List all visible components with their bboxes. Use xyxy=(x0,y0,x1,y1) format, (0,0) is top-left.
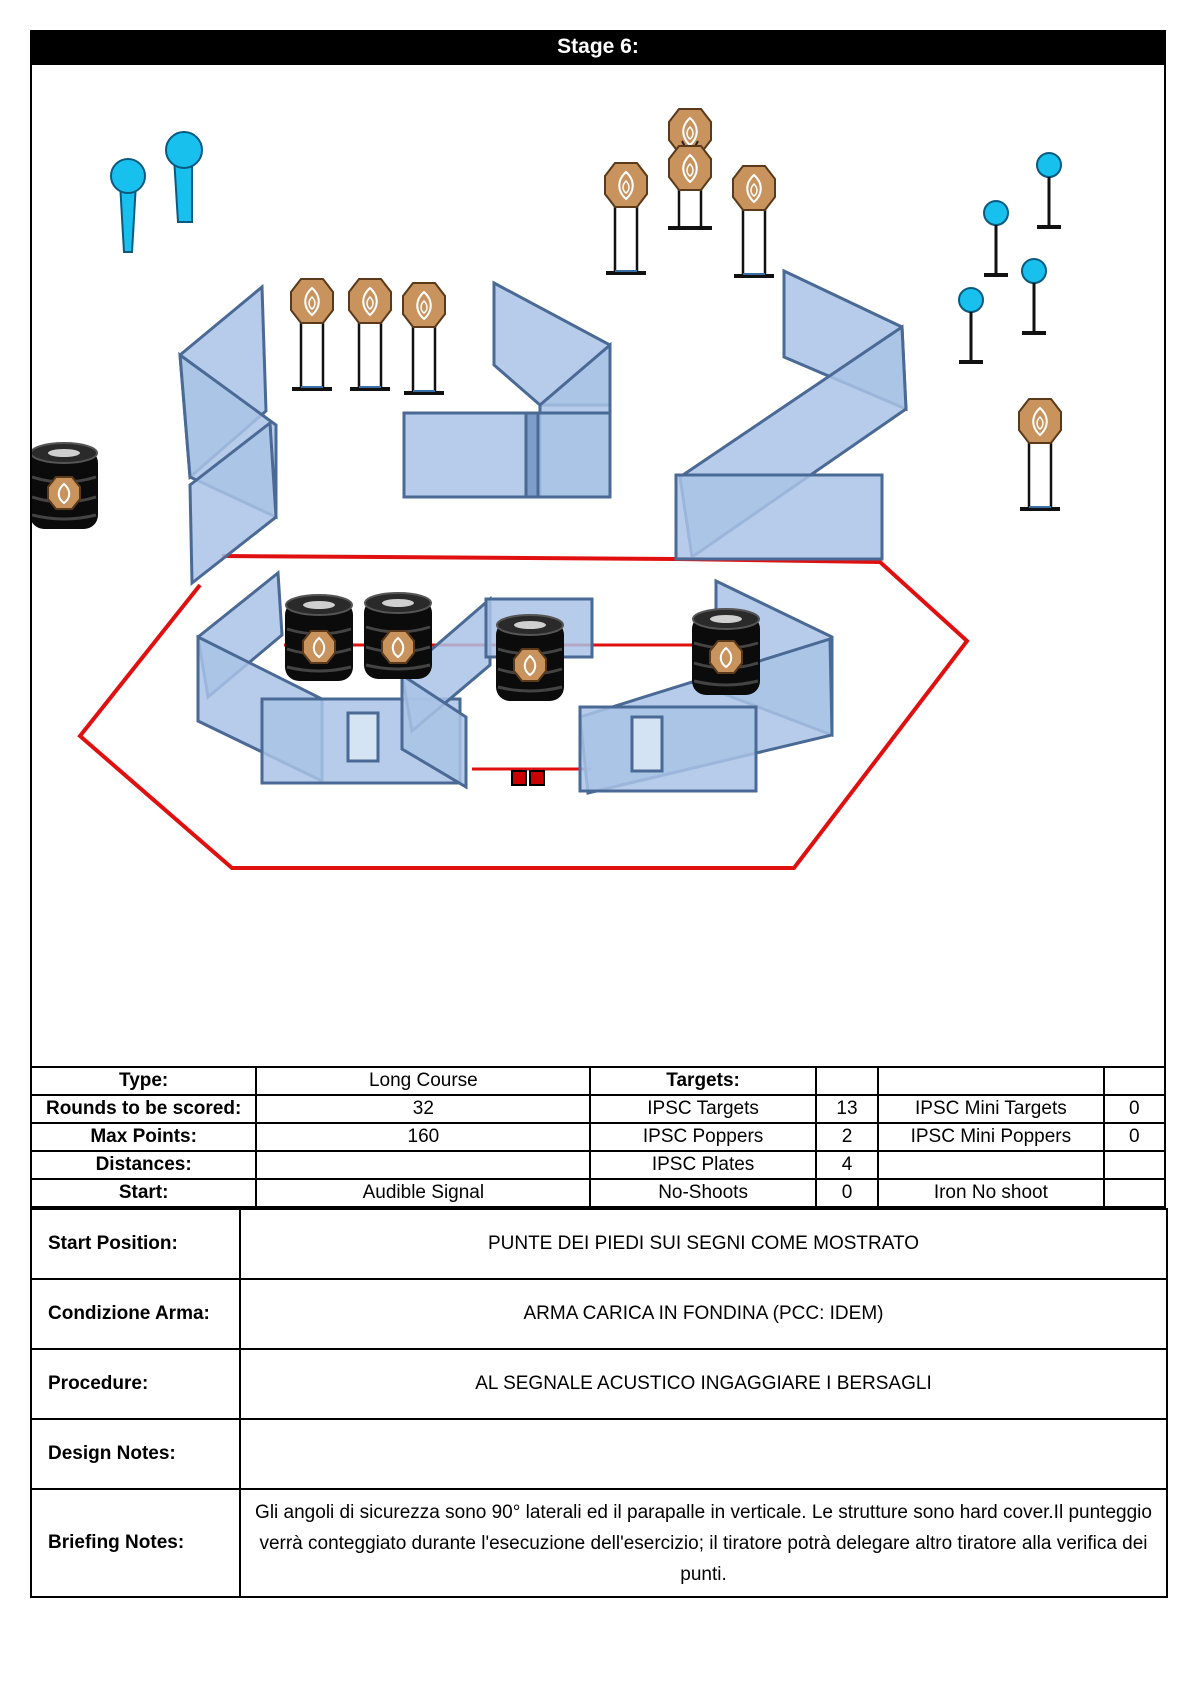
start-position-value: PUNTE DEI PIEDI SUI SEGNI COME MOSTRATO xyxy=(239,1208,1168,1280)
no-shoots-label: No-Shoots xyxy=(589,1178,817,1208)
popper-left-1 xyxy=(110,158,146,253)
start-label: Start: xyxy=(29,1178,258,1208)
barrel-front-3 xyxy=(494,613,566,703)
popper-left-2 xyxy=(165,131,203,223)
ipsc-target-top-4 xyxy=(732,165,776,278)
start-position-marks xyxy=(511,770,545,786)
ipsc-target-top-3 xyxy=(668,145,712,230)
wall-front-left xyxy=(196,570,594,790)
mini-targets-label: IPSC Mini Targets xyxy=(877,1094,1105,1124)
mini-poppers-label: IPSC Mini Poppers xyxy=(877,1122,1105,1152)
ipsc-target-mid-2 xyxy=(348,278,392,391)
stage-sheet: Stage 6: xyxy=(29,30,1168,1598)
barrel-front-4 xyxy=(690,607,762,697)
rounds-label: Rounds to be scored: xyxy=(29,1094,258,1124)
ipsc-target-right xyxy=(1018,398,1062,511)
plate-1 xyxy=(1035,151,1063,229)
condition-value: ARMA CARICA IN FONDINA (PCC: IDEM) xyxy=(239,1278,1168,1350)
ipsc-plates-value: 4 xyxy=(814,1150,880,1180)
max-points-label: Max Points: xyxy=(29,1122,258,1152)
iron-no-shoot-value xyxy=(1102,1178,1167,1208)
wall-front-right xyxy=(578,578,834,795)
stage-title: Stage 6: xyxy=(30,30,1166,64)
procedure-label: Procedure: xyxy=(30,1348,241,1420)
ipsc-target-mid-3 xyxy=(402,282,446,395)
plate-2 xyxy=(982,199,1010,277)
type-label: Type: xyxy=(29,1066,258,1096)
plate-3 xyxy=(1020,257,1048,335)
targets-header: Targets: xyxy=(589,1066,817,1096)
start-value: Audible Signal xyxy=(255,1178,592,1208)
barrel-front-1 xyxy=(283,593,355,683)
ipsc-targets-label: IPSC Targets xyxy=(589,1094,817,1124)
ipsc-target-mid-1 xyxy=(290,278,334,391)
condition-label: Condizione Arma: xyxy=(30,1278,241,1350)
iron-no-shoot-label: Iron No shoot xyxy=(877,1178,1105,1208)
design-notes-value xyxy=(239,1418,1168,1490)
stage-diagram-svg xyxy=(32,108,1063,870)
distances-value xyxy=(255,1150,592,1180)
wall-right-z xyxy=(674,268,908,561)
ipsc-poppers-label: IPSC Poppers xyxy=(589,1122,817,1152)
barrel-front-2 xyxy=(362,591,434,681)
type-value: Long Course xyxy=(255,1066,592,1096)
stage-briefing-table: Start Position: PUNTE DEI PIEDI SUI SEGN… xyxy=(30,1208,1168,1598)
wall-center-back xyxy=(402,280,612,499)
procedure-value: AL SEGNALE ACUSTICO INGAGGIARE I BERSAGL… xyxy=(239,1348,1168,1420)
max-points-value: 160 xyxy=(255,1122,592,1152)
mini-poppers-value: 0 xyxy=(1102,1122,1167,1152)
design-notes-label: Design Notes: xyxy=(30,1418,241,1490)
stage-summary-table: Type: Long Course Targets: Rounds to be … xyxy=(29,1066,1167,1208)
start-position-label: Start Position: xyxy=(30,1208,241,1280)
mini-targets-value: 0 xyxy=(1102,1094,1167,1124)
barrel-left xyxy=(32,441,100,531)
ipsc-targets-value: 13 xyxy=(814,1094,880,1124)
briefing-notes-value: Gli angoli di sicurezza sono 90° lateral… xyxy=(239,1488,1168,1598)
ipsc-poppers-value: 2 xyxy=(814,1122,880,1152)
distances-label: Distances: xyxy=(29,1150,258,1180)
stage-diagram xyxy=(30,64,1166,1066)
ipsc-plates-label: IPSC Plates xyxy=(589,1150,817,1180)
rounds-value: 32 xyxy=(255,1094,592,1124)
ipsc-target-top-1 xyxy=(604,162,648,275)
wall-left-zigzag xyxy=(178,283,278,587)
no-shoots-value: 0 xyxy=(814,1178,880,1208)
plate-4 xyxy=(957,286,985,364)
briefing-notes-label: Briefing Notes: xyxy=(30,1488,241,1598)
